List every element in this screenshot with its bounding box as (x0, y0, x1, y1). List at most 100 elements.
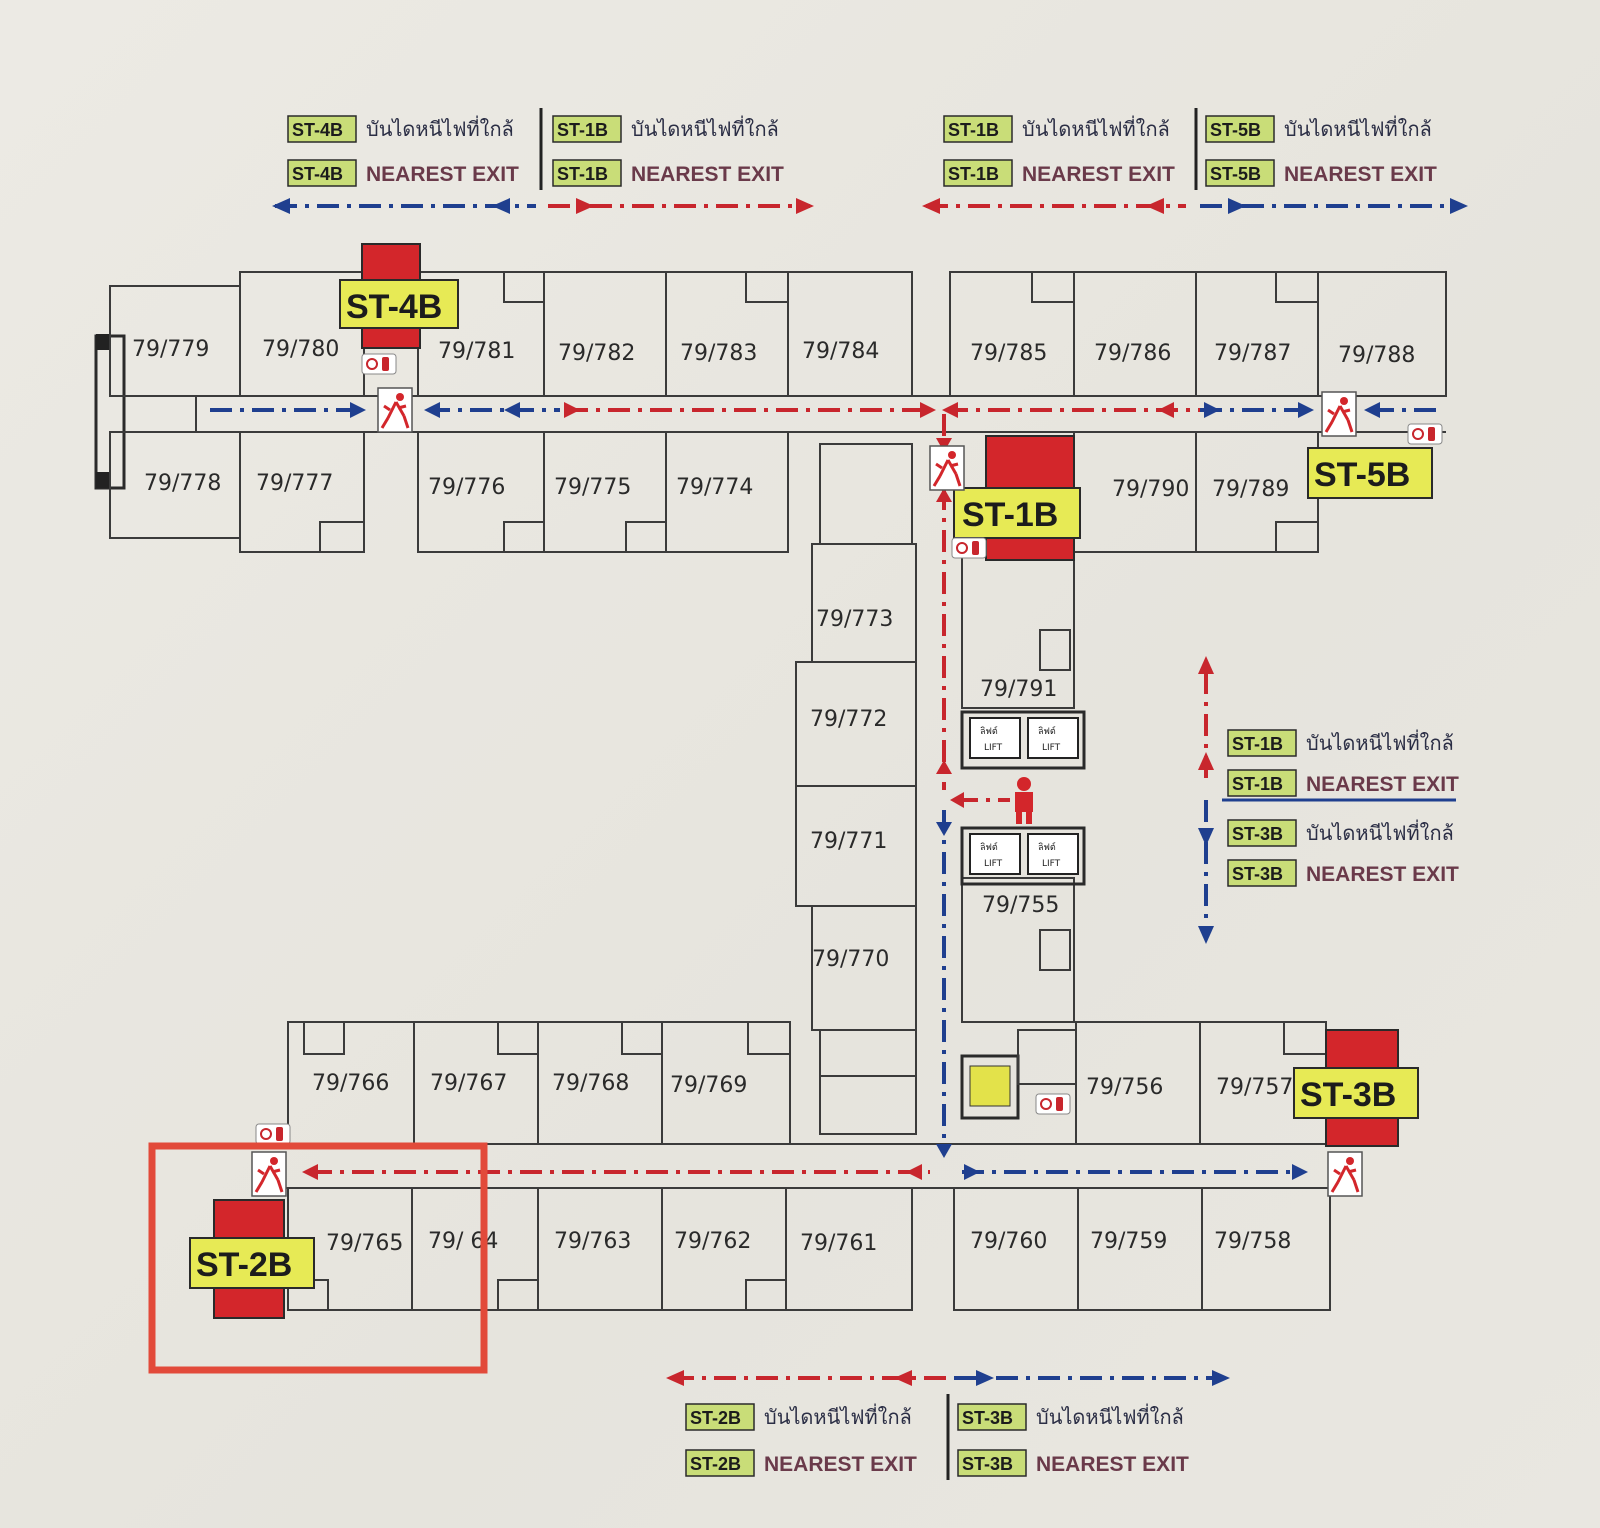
fire-extinguisher-icon (1035, 1093, 1071, 1115)
legend-english: NEAREST EXIT (1306, 773, 1459, 796)
central-spine: ลิฟต์ LIFT ลิฟต์ LIFT ลิฟต์ LIFT ลิฟต์ L… (795, 543, 1086, 1135)
legend-thai: บันไดหนีไฟที่ใกล้ (1306, 819, 1454, 845)
legend-bottom: ST-2B บันไดหนีไฟที่ใกล้ ST-2B NEAREST EX… (666, 1370, 1230, 1480)
legend-tag: ST-3B (1232, 824, 1283, 844)
unit-label: 79/785 (970, 341, 1047, 366)
unit-label: 79/760 (970, 1229, 1047, 1254)
stair-tags: ST-4B ST-1B ST-5B ST-3B ST-2B (189, 279, 1433, 1289)
legend-english: NEAREST EXIT (631, 163, 784, 186)
stair-tag: ST-1B (962, 496, 1058, 534)
unit-label: 79/777 (256, 471, 333, 496)
escape-routes (210, 402, 1440, 1180)
exit-running-man-icon (1327, 1151, 1363, 1197)
unit-label: 79/ 64 (428, 1229, 498, 1254)
lift-label: LIFT (984, 859, 1003, 869)
unit-label: 79/780 (262, 337, 339, 362)
lift-label: ลิฟต์ (1038, 841, 1056, 853)
legend-tag: ST-5B (1210, 120, 1261, 140)
unit-label: 79/784 (802, 339, 879, 364)
legend-tag: ST-1B (1232, 734, 1283, 754)
lift-label: ลิฟต์ (980, 841, 998, 853)
lift-label: LIFT (1042, 859, 1061, 869)
lift-label: LIFT (984, 743, 1003, 753)
unit-label: 79/787 (1214, 341, 1291, 366)
unit-label: 79/769 (670, 1073, 747, 1098)
lift-label: LIFT (1042, 743, 1061, 753)
unit-label: 79/783 (680, 341, 757, 366)
unit-label: 79/770 (812, 947, 889, 972)
unit-label: 79/765 (326, 1231, 403, 1256)
stair-tag: ST-5B (1314, 456, 1410, 494)
you-are-here-icon (1015, 777, 1033, 824)
unit-label: 79/766 (312, 1071, 389, 1096)
legend-thai: บันไดหนีไฟที่ใกล้ (366, 115, 514, 141)
unit-label: 79/776 (428, 475, 505, 500)
unit-label: 79/790 (1112, 477, 1189, 502)
legend-top-left: ST-4B บันไดหนีไฟที่ใกล้ ST-4B NEAREST EX… (272, 108, 814, 214)
legend-thai: บันไดหนีไฟที่ใกล้ (1022, 115, 1170, 141)
legend-right: ST-1B บันไดหนีไฟที่ใกล้ ST-1B NEAREST EX… (1198, 656, 1459, 944)
legend-tag: ST-1B (1232, 774, 1283, 794)
legend-english: NEAREST EXIT (764, 1453, 917, 1476)
exit-running-man-icon (929, 445, 965, 491)
legend-thai: บันไดหนีไฟที่ใกล้ (764, 1403, 912, 1429)
fire-extinguisher-icon (255, 1123, 291, 1145)
unit-label: 79/779 (132, 337, 209, 362)
legend-thai: บันไดหนีไฟที่ใกล้ (1036, 1403, 1184, 1429)
legend-english: NEAREST EXIT (1306, 863, 1459, 886)
lift-label: ลิฟต์ (1038, 725, 1056, 737)
unit-label: 79/771 (810, 829, 887, 854)
unit-label: 79/778 (144, 471, 221, 496)
legend-tag: ST-3B (1232, 864, 1283, 884)
unit-labels: 79/779 79/780 79/781 79/782 79/783 79/78… (132, 337, 1415, 1256)
unit-label: 79/782 (558, 341, 635, 366)
exit-running-man-icon (251, 1151, 287, 1197)
unit-label: 79/786 (1094, 341, 1171, 366)
unit-label: 79/775 (554, 475, 631, 500)
exit-running-man-icon (377, 387, 413, 433)
legend-english: NEAREST EXIT (1022, 163, 1175, 186)
unit-label: 79/788 (1338, 343, 1415, 368)
legend-tag: ST-1B (557, 120, 608, 140)
legend-thai: บันไดหนีไฟที่ใกล้ (631, 115, 779, 141)
legend-english: NEAREST EXIT (1036, 1453, 1189, 1476)
legend-tag: ST-5B (1210, 164, 1261, 184)
unit-label: 79/758 (1214, 1229, 1291, 1254)
unit-label: 79/791 (980, 677, 1057, 702)
legend-tag: ST-4B (292, 164, 343, 184)
legend-tag: ST-2B (690, 1408, 741, 1428)
unit-label: 79/767 (430, 1071, 507, 1096)
legend-tag: ST-4B (292, 120, 343, 140)
legend-tag: ST-1B (948, 164, 999, 184)
legend-english: NEAREST EXIT (366, 163, 519, 186)
unit-label: 79/757 (1216, 1075, 1293, 1100)
unit-label: 79/789 (1212, 477, 1289, 502)
unit-label: 79/774 (676, 475, 753, 500)
unit-label: 79/773 (816, 607, 893, 632)
highlight-box (148, 1142, 488, 1374)
fire-extinguisher-icon (361, 353, 397, 375)
bottom-wing (282, 1021, 1340, 1311)
lift-label: ลิฟต์ (980, 725, 998, 737)
unit-label: 79/756 (1086, 1075, 1163, 1100)
unit-label: 79/763 (554, 1229, 631, 1254)
legend-tag: ST-3B (962, 1408, 1013, 1428)
stair-tag: ST-4B (346, 288, 442, 326)
legend-tag: ST-3B (962, 1454, 1013, 1474)
unit-label: 79/772 (810, 707, 887, 732)
unit-label: 79/762 (674, 1229, 751, 1254)
legend-tag: ST-2B (690, 1454, 741, 1474)
stair-tag: ST-2B (196, 1246, 292, 1284)
exit-running-man-icon (1321, 391, 1357, 437)
legend-thai: บันไดหนีไฟที่ใกล้ (1284, 115, 1432, 141)
fire-extinguisher-icon (1407, 423, 1443, 445)
stair-tag: ST-3B (1300, 1076, 1396, 1114)
legend-english: NEAREST EXIT (1284, 163, 1437, 186)
legend-thai: บันไดหนีไฟที่ใกล้ (1306, 729, 1454, 755)
unit-label: 79/759 (1090, 1229, 1167, 1254)
legend-tag: ST-1B (948, 120, 999, 140)
fire-extinguisher-icon (951, 537, 987, 559)
unit-label: 79/761 (800, 1231, 877, 1256)
